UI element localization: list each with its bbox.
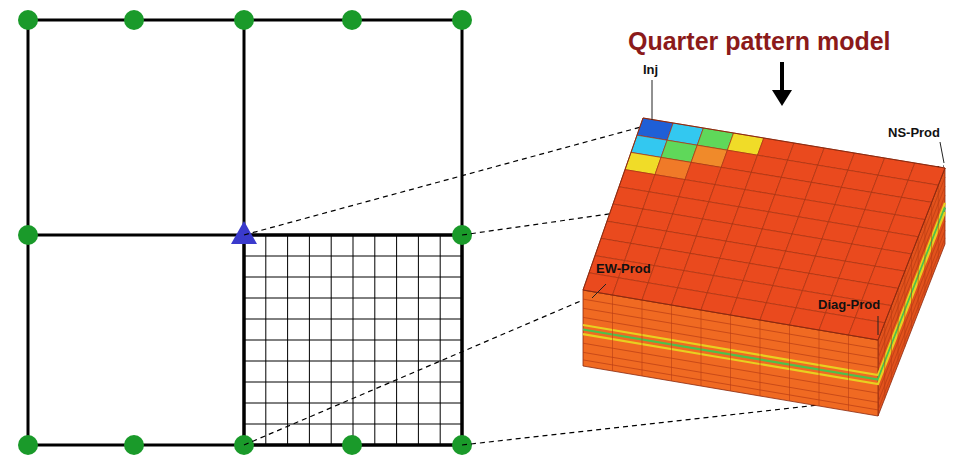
- cell-line: [701, 310, 702, 386]
- grid-line: [418, 235, 419, 445]
- pattern-outline: [28, 20, 462, 445]
- cell-line: [671, 305, 672, 381]
- grid-cell: [613, 278, 649, 300]
- block-model: [583, 118, 945, 416]
- cell-line: [642, 300, 643, 376]
- fine-grid: [244, 235, 462, 445]
- grid-line: [396, 235, 397, 445]
- well-label: Diag-Prod: [818, 298, 880, 312]
- producer-well: [234, 10, 254, 30]
- cell-line: [884, 323, 885, 399]
- cell-line: [924, 220, 925, 296]
- cell-line: [904, 271, 905, 347]
- grid-line: [244, 382, 462, 383]
- leader-line: [940, 142, 944, 163]
- grid-line: [440, 235, 441, 445]
- cell-line: [730, 315, 731, 391]
- producer-well: [124, 435, 144, 455]
- quarter-outline: [244, 235, 462, 445]
- cell-line: [931, 202, 932, 278]
- block-edge: [583, 118, 945, 340]
- title-text: Quarter pattern model: [628, 28, 891, 56]
- cell-line: [848, 335, 849, 411]
- pointer-arrow: [780, 62, 784, 92]
- producer-well: [342, 10, 362, 30]
- well-label: Inj: [643, 63, 658, 77]
- layer-line: [583, 238, 945, 410]
- layer-line: [583, 212, 945, 384]
- producer-well: [452, 10, 472, 30]
- dashed-guide: [244, 124, 652, 235]
- grid-line: [374, 235, 375, 445]
- grid-line: [244, 340, 462, 341]
- cell-line: [918, 237, 919, 313]
- producer-well: [18, 225, 38, 245]
- cell-line: [789, 325, 790, 401]
- cell-line: [891, 306, 892, 382]
- cell-line: [819, 330, 820, 406]
- well-pattern: [18, 10, 472, 455]
- producer-well: [18, 435, 38, 455]
- leader-line: [878, 316, 879, 335]
- well-label: NS-Prod: [888, 126, 940, 140]
- grid-line: [244, 424, 462, 425]
- leader-line: [592, 284, 606, 298]
- grid-line: [244, 403, 462, 404]
- top-face: [583, 118, 945, 340]
- dashed-guide: [244, 300, 583, 445]
- producer-well: [18, 10, 38, 30]
- producer-well: [342, 435, 362, 455]
- cell-line: [612, 295, 613, 371]
- cell-line: [898, 288, 899, 364]
- grid-line: [244, 361, 462, 362]
- well-label: EW-Prod: [596, 262, 651, 276]
- cell-line: [911, 254, 912, 330]
- pointer-arrowhead: [772, 90, 792, 106]
- producer-well: [124, 10, 144, 30]
- layer-line: [583, 186, 945, 358]
- cell-line: [938, 185, 939, 261]
- leader-line: [652, 80, 653, 120]
- layer-line: [583, 177, 945, 349]
- cell-line: [760, 320, 761, 396]
